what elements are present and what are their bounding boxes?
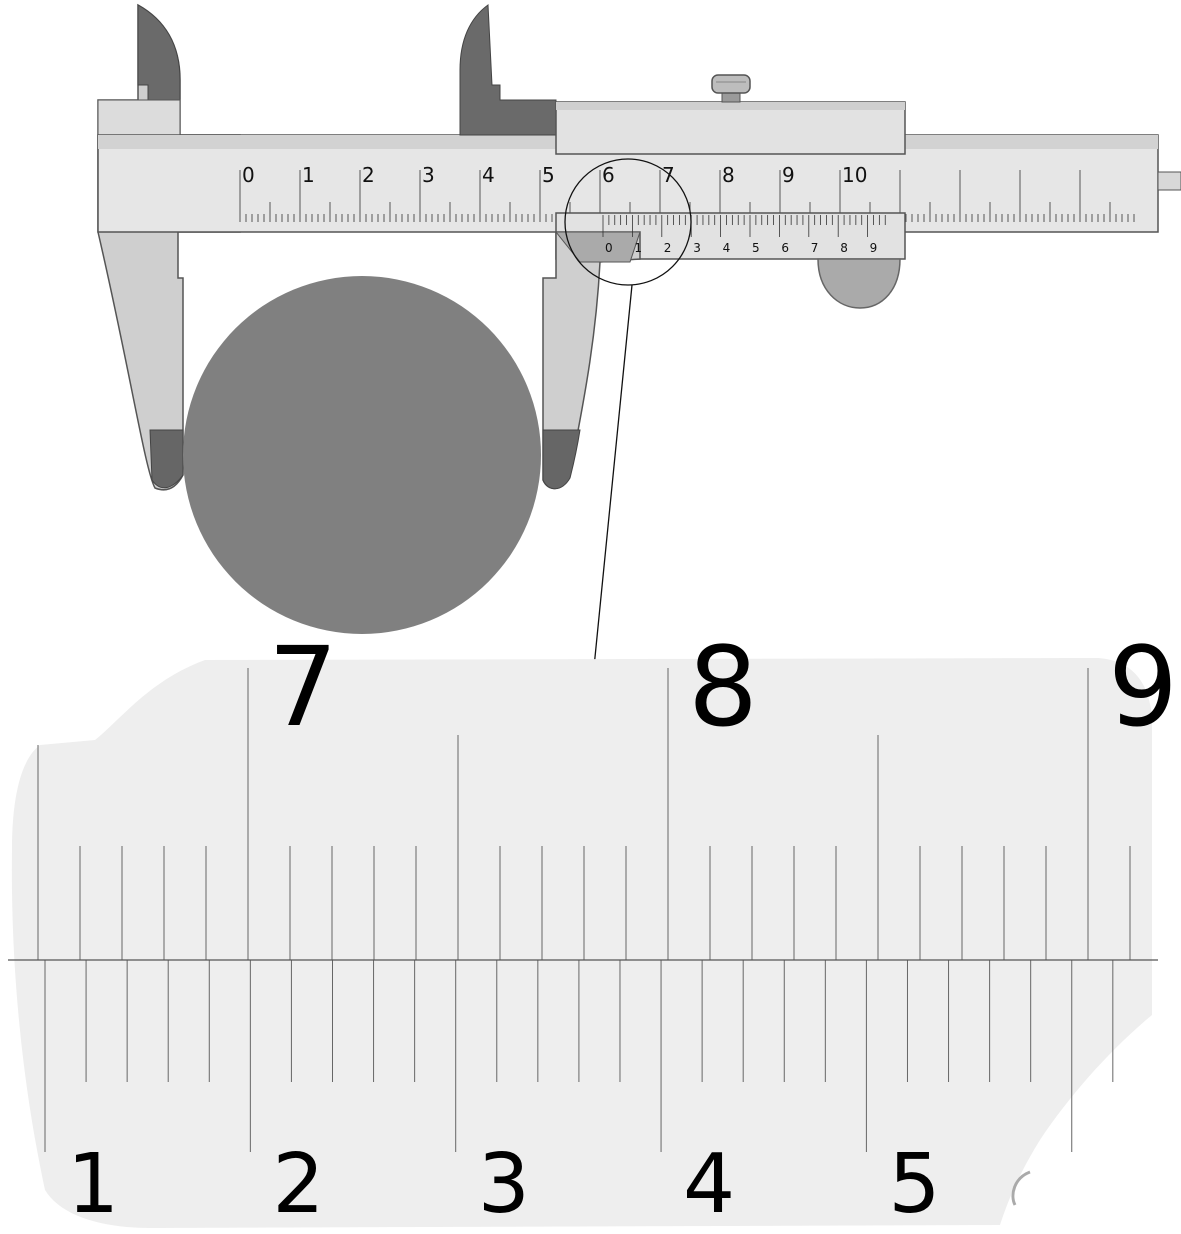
sliding-jaw xyxy=(459,4,906,490)
main-scale-label: 0 xyxy=(242,163,255,187)
fixed-jaw xyxy=(97,3,241,491)
main-scale-label: 7 xyxy=(662,163,675,187)
vernier-scale-label: 1 xyxy=(634,241,642,255)
main-scale-label: 3 xyxy=(422,163,435,187)
main-scale-label: 2 xyxy=(362,163,375,187)
main-scale-label: 6 xyxy=(602,163,615,187)
vernier-scale-label: 2 xyxy=(664,241,672,255)
zoom-vernier-label: 5 xyxy=(888,1137,940,1232)
main-scale-label: 8 xyxy=(722,163,735,187)
main-scale-label: 4 xyxy=(482,163,495,187)
zoom-panel: 7 8 9 1 2 3 4 5 xyxy=(8,623,1178,1232)
lock-screw-icon xyxy=(711,74,751,103)
vernier-scale-label: 3 xyxy=(693,241,701,255)
main-scale-label: 1 xyxy=(302,163,315,187)
zoom-main-label: 9 xyxy=(1108,623,1178,751)
vernier-scale-label: 9 xyxy=(870,241,878,255)
vernier-scale-label: 6 xyxy=(781,241,789,255)
zoom-screw-icon xyxy=(1011,1170,1031,1206)
vernier-scale-label: 8 xyxy=(840,241,848,255)
vernier-scale: 0 1 2 3 4 5 6 7 8 9 xyxy=(602,215,886,255)
measured-object xyxy=(183,276,541,634)
zoom-vernier-label: 3 xyxy=(478,1137,530,1232)
main-scale: 0 1 2 3 4 5 6 7 8 9 10 xyxy=(239,163,1135,222)
zoom-vernier-label: 1 xyxy=(67,1137,119,1232)
main-scale-label: 10 xyxy=(842,163,867,187)
main-scale-label: 9 xyxy=(782,163,795,187)
zoom-vernier-label: 4 xyxy=(683,1137,735,1232)
zoom-main-label: 8 xyxy=(688,623,758,751)
main-scale-label: 5 xyxy=(542,163,555,187)
zoom-main-label: 7 xyxy=(268,623,338,751)
vernier-scale-label: 0 xyxy=(605,241,613,255)
vernier-scale-label: 7 xyxy=(811,241,819,255)
zoom-vernier-label: 2 xyxy=(272,1137,324,1232)
vernier-scale-label: 4 xyxy=(723,241,731,255)
vernier-scale-label: 5 xyxy=(752,241,760,255)
